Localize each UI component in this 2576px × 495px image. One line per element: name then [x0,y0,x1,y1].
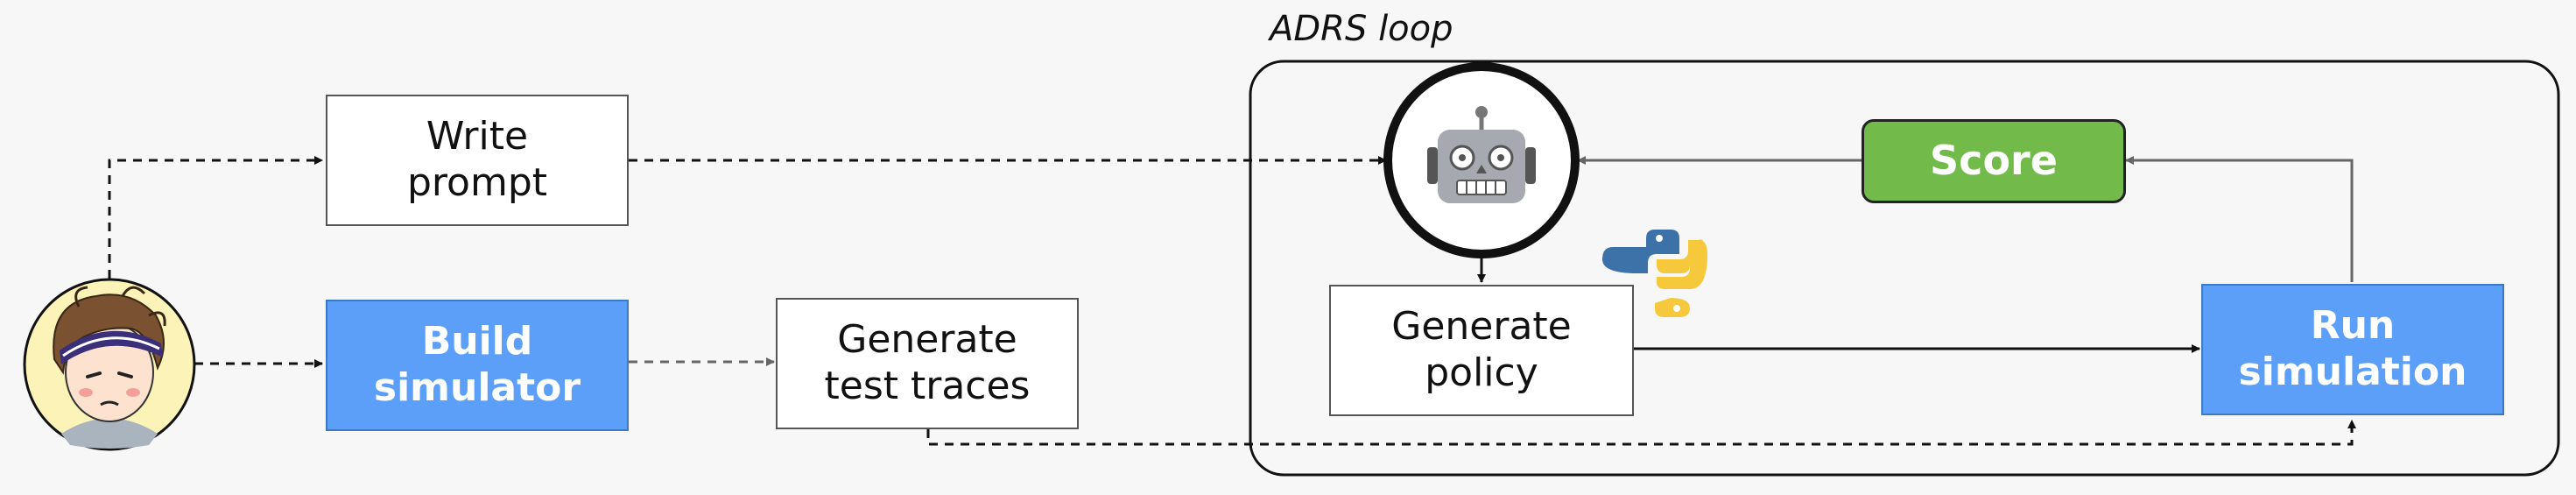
edge-test-traces-to-run-simulation [926,420,2356,446]
score-box: Score [1862,119,2126,203]
adrs-loop-title: ADRS loop [1270,9,1453,49]
adrs-loop-container [1249,60,2560,477]
write-prompt-box: Write prompt [326,95,629,226]
python-logo-icon [1602,230,1707,317]
build-simulator-box: Build simulator [326,300,629,431]
edge-run-simulation-to-score [2125,156,2354,282]
person-avatar [23,278,196,451]
generate-policy-box: Generate policy [1329,285,1634,416]
generate-test-traces-box: Generate test traces [776,298,1079,429]
robot-icon [1383,62,1580,258]
edge-person-to-write-prompt [108,156,323,279]
run-simulation-box: Run simulation [2201,284,2504,415]
